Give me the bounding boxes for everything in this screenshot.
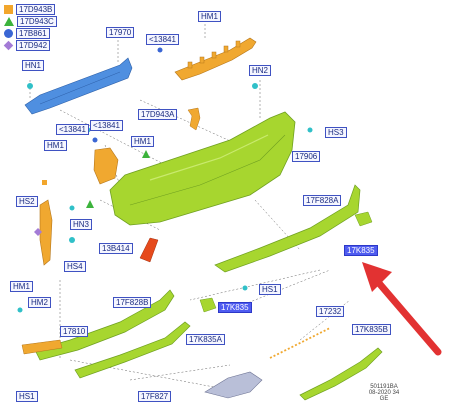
small-insert-part xyxy=(354,211,373,227)
callout-13841-mid[interactable]: <13841 xyxy=(56,124,89,135)
energy-absorber-part xyxy=(174,37,257,81)
green-triangle-icon xyxy=(4,17,14,26)
callout-17232[interactable]: 17232 xyxy=(316,306,345,317)
reflector-part xyxy=(139,237,159,263)
callout-17906[interactable]: 17906 xyxy=(292,151,321,162)
fastener-icon xyxy=(307,127,313,133)
legend-item-17d942: 17D942 xyxy=(3,40,51,51)
lower-trim-left-part xyxy=(34,289,175,361)
callout-17k835a[interactable]: 17K835A xyxy=(186,334,225,345)
legend-code: 17D943B xyxy=(16,4,56,15)
fastener-icon xyxy=(242,285,248,291)
energy-absorber-tabs xyxy=(187,40,241,69)
purple-diamond-icon xyxy=(34,228,42,236)
small-trim-part xyxy=(199,297,217,313)
bracket-17d943a-part xyxy=(187,107,201,131)
callout-hm2[interactable]: HM2 xyxy=(28,297,51,308)
fastener-icon xyxy=(27,83,33,89)
callout-17f828a[interactable]: 17F828A xyxy=(303,195,342,206)
callout-17k835-highlighted[interactable]: 17K835 xyxy=(344,245,378,256)
legend-item-17b861: 17B861 xyxy=(4,28,50,39)
fastener-icon xyxy=(69,237,75,243)
callout-hm1-top[interactable]: HM1 xyxy=(198,11,221,22)
lower-bracket-part xyxy=(21,339,63,355)
callout-17k835-blue[interactable]: 17K835 xyxy=(218,302,252,313)
legend-item-17d943c: 17D943C xyxy=(4,16,57,27)
fastener-icon xyxy=(17,307,23,313)
side-bracket-part xyxy=(93,147,119,185)
callout-17k835b[interactable]: 17K835B xyxy=(352,324,391,335)
callout-hn3[interactable]: HN3 xyxy=(70,219,93,230)
green-triangle-icon xyxy=(86,200,94,208)
callout-17d943a[interactable]: 17D943A xyxy=(138,109,178,120)
callout-hs4[interactable]: HS4 xyxy=(64,261,86,272)
callout-hs1-bottom[interactable]: HS1 xyxy=(16,391,38,402)
blue-circle-icon xyxy=(4,29,13,38)
callout-hn1-top[interactable]: HN1 xyxy=(22,60,45,71)
legend-code: 17D943C xyxy=(17,16,57,27)
bumper-cover-highlight xyxy=(149,134,269,181)
orange-square-icon xyxy=(4,5,13,14)
bumper-cover-part xyxy=(109,111,296,226)
callout-17970[interactable]: 17970 xyxy=(106,27,135,38)
fastener-icon xyxy=(252,83,258,89)
side-strip-part xyxy=(39,199,53,266)
callout-hs3[interactable]: HS3 xyxy=(325,127,347,138)
wire-harness-part xyxy=(269,327,331,359)
diagram-ref-region: GE xyxy=(379,396,389,402)
callout-hs1-right[interactable]: HS1 xyxy=(259,284,281,295)
diagram-reference: 501191BA 08-2020 34 GE xyxy=(356,384,412,402)
fastener-icon xyxy=(69,205,75,211)
callout-17810[interactable]: 17810 xyxy=(60,326,89,337)
reinforcement-bar-edge xyxy=(39,71,121,105)
diagram-ref-number: 501191BA xyxy=(370,384,398,390)
callout-13b414[interactable]: 13B414 xyxy=(99,243,133,254)
blue-circle-icon xyxy=(157,47,163,53)
callout-hn2[interactable]: HN2 xyxy=(249,65,272,76)
callout-hm1-left[interactable]: HM1 xyxy=(44,140,67,151)
bumper-cover-crease xyxy=(129,134,286,206)
purple-diamond-icon xyxy=(3,40,14,51)
callout-hs2[interactable]: HS2 xyxy=(16,196,38,207)
callout-17f827[interactable]: 17F827 xyxy=(138,391,172,402)
blue-circle-icon xyxy=(92,137,98,143)
callout-hm1-mid[interactable]: HM1 xyxy=(131,136,154,147)
red-arrow-icon xyxy=(362,262,442,356)
reinforcement-bar-part xyxy=(24,57,133,115)
legend-item-17d943b: 17D943B xyxy=(4,4,56,15)
lower-trim-strip-part xyxy=(74,321,191,379)
callout-13841-top[interactable]: <13841 xyxy=(146,34,179,45)
diffuser-trim-upper-part xyxy=(214,184,361,273)
green-triangle-icon xyxy=(142,150,150,158)
callout-13841-lower[interactable]: <13841 xyxy=(90,120,123,131)
legend-code: 17B861 xyxy=(16,28,50,39)
diagram-ref-date: 08-2020 34 xyxy=(368,390,400,396)
callout-hm1-bottom[interactable]: HM1 xyxy=(10,281,33,292)
lower-diffuser-part xyxy=(204,371,263,399)
orange-square-icon xyxy=(42,180,47,185)
callout-17f828b[interactable]: 17F828B xyxy=(113,297,152,308)
lower-trim-right-part xyxy=(299,347,383,401)
legend-code: 17D942 xyxy=(16,40,51,51)
